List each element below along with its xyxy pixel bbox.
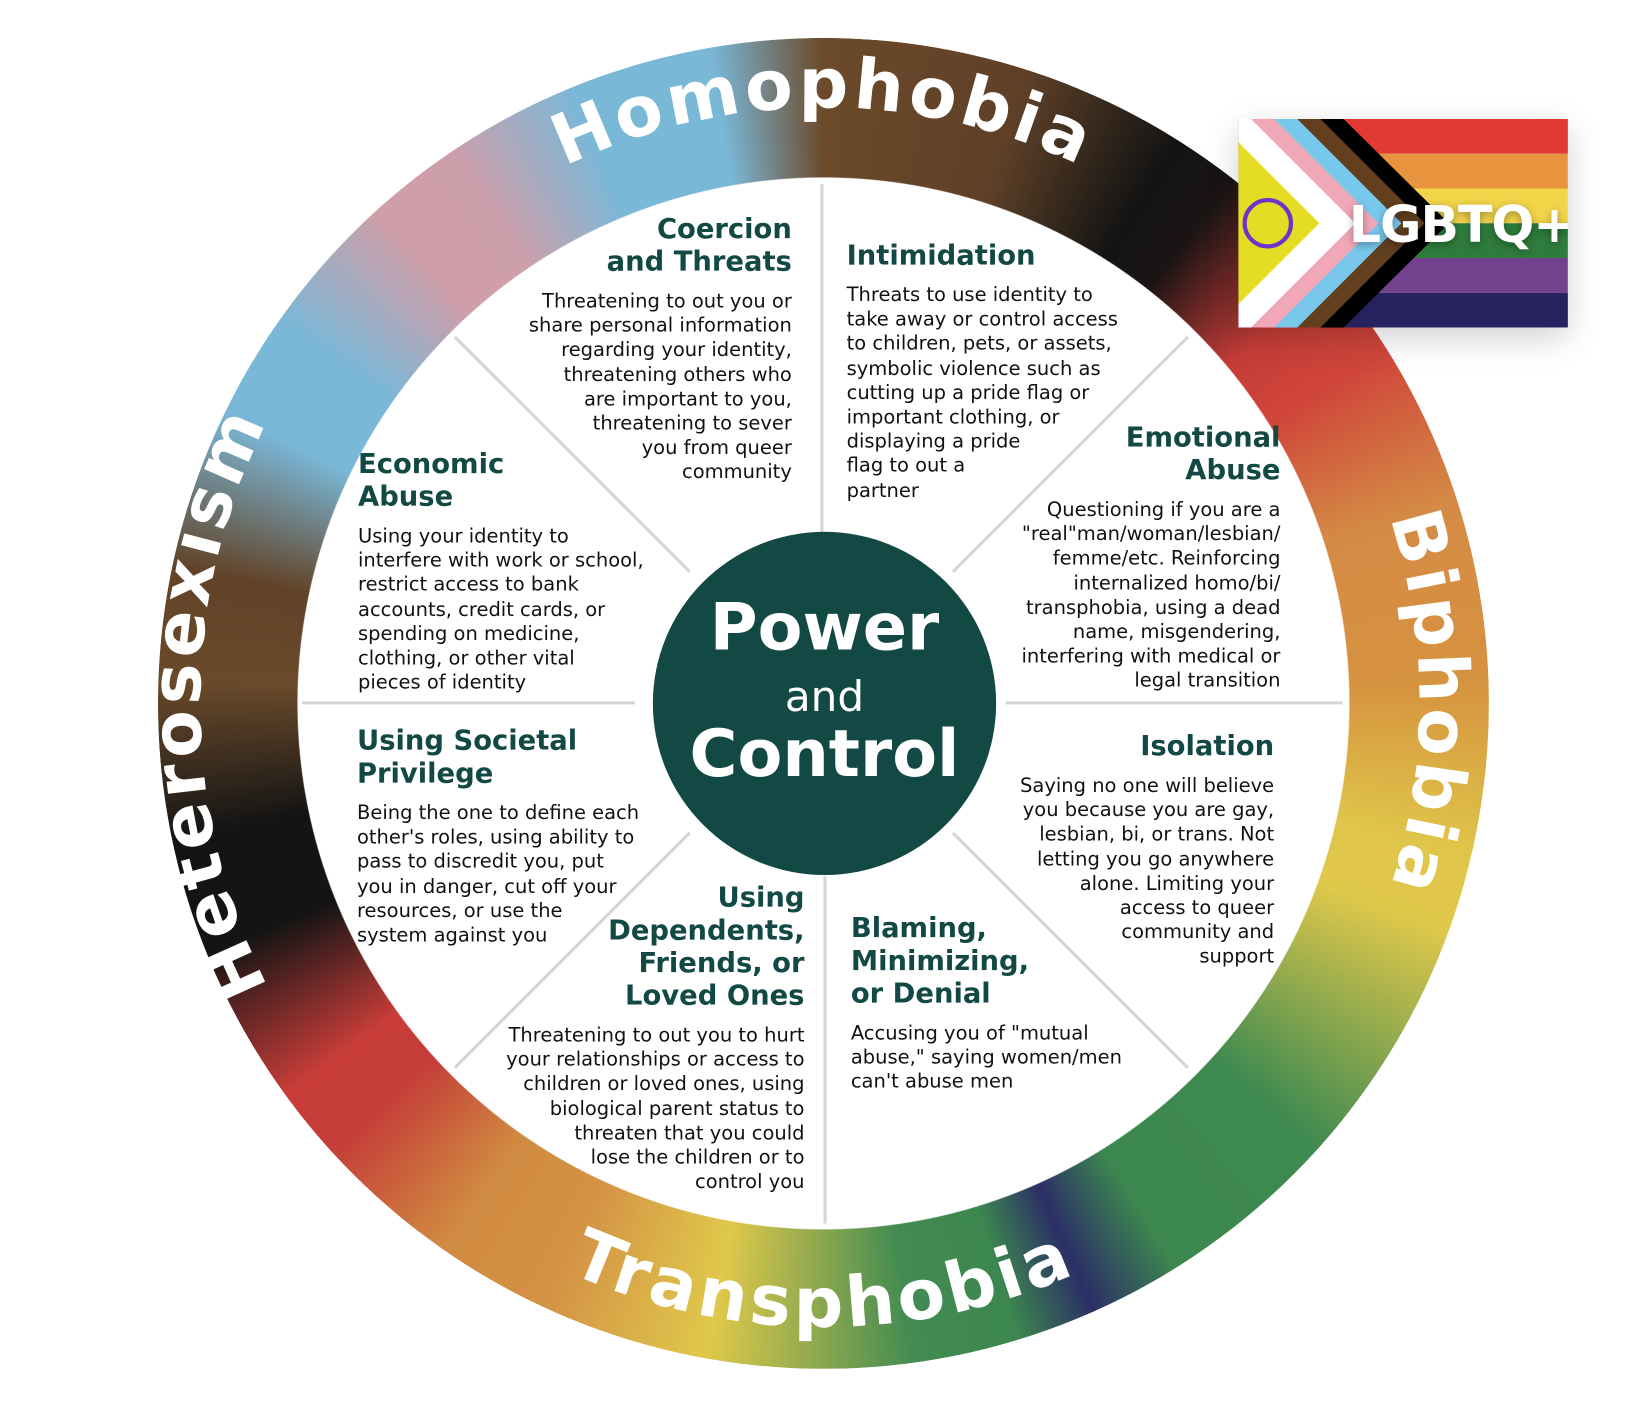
center-hub: Power and Control: [652, 531, 997, 876]
section-title: Blaming, Minimizing, or Denial: [850, 912, 1030, 1010]
spoke-right: [1005, 701, 1343, 705]
section-body: Threatening to out you or share personal…: [528, 290, 792, 484]
hub-line-and: and: [784, 672, 865, 722]
spoke-lower-right: [951, 831, 1189, 1069]
section-intimidation: Intimidation Threats to use identity to …: [847, 240, 1163, 503]
section-emotional-abuse: Emotional Abuse Questioning if you are a…: [975, 422, 1280, 693]
section-using-dependents: Using Dependents, Friends, or Loved Ones…: [468, 882, 805, 1194]
section-title: Coercion and Threats: [606, 213, 792, 278]
section-title: Using Dependents, Friends, or Loved Ones: [608, 882, 805, 1012]
spoke-lower-left: [453, 831, 691, 1069]
flag-label: LGBTQ+: [1348, 195, 1568, 255]
section-title: Economic Abuse: [358, 448, 505, 513]
section-body: Being the one to define each other's rol…: [356, 802, 640, 947]
spoke-upper-left: [453, 335, 691, 573]
section-title: Emotional Abuse: [1125, 422, 1281, 487]
section-title: Isolation: [1140, 730, 1275, 763]
section-using-societal-privilege: Using Societal Privilege Being the one t…: [357, 726, 662, 948]
section-body: Using your identity to interfere with wo…: [358, 525, 644, 695]
spoke-top: [820, 184, 824, 532]
section-body: Threats to use identity to take away or …: [846, 284, 1118, 502]
section-body: Questioning if you are a "real"man/woman…: [1021, 499, 1281, 693]
hub-line-power: Power: [709, 588, 940, 666]
section-body: Threatening to out you to hurt your rela…: [506, 1024, 805, 1194]
section-isolation: Isolation Saying no one will believe you…: [979, 731, 1274, 970]
flag-chevrons: [1238, 118, 1449, 328]
hub-line-control: Control: [689, 714, 960, 792]
progress-pride-flag: LGBTQ+: [1238, 118, 1568, 328]
section-economic-abuse: Economic Abuse Using your identity to in…: [358, 449, 663, 696]
section-body: Saying no one will believe you because y…: [1020, 775, 1275, 969]
spoke-upper-right: [951, 335, 1189, 573]
section-coercion-and-threats: Coercion and Threats Threatening to out …: [476, 214, 792, 485]
section-title: Intimidation: [846, 240, 1036, 272]
section-blaming-minimizing-denial: Blaming, Minimizing, or Denial Accusing …: [851, 913, 1167, 1095]
spoke-left: [302, 701, 635, 705]
section-title: Using Societal Privilege: [356, 725, 578, 790]
intersex-circle-icon: [1242, 197, 1294, 249]
spoke-bottom: [823, 876, 827, 1224]
section-body: Accusing you of "mutual abuse," saying w…: [850, 1022, 1122, 1094]
